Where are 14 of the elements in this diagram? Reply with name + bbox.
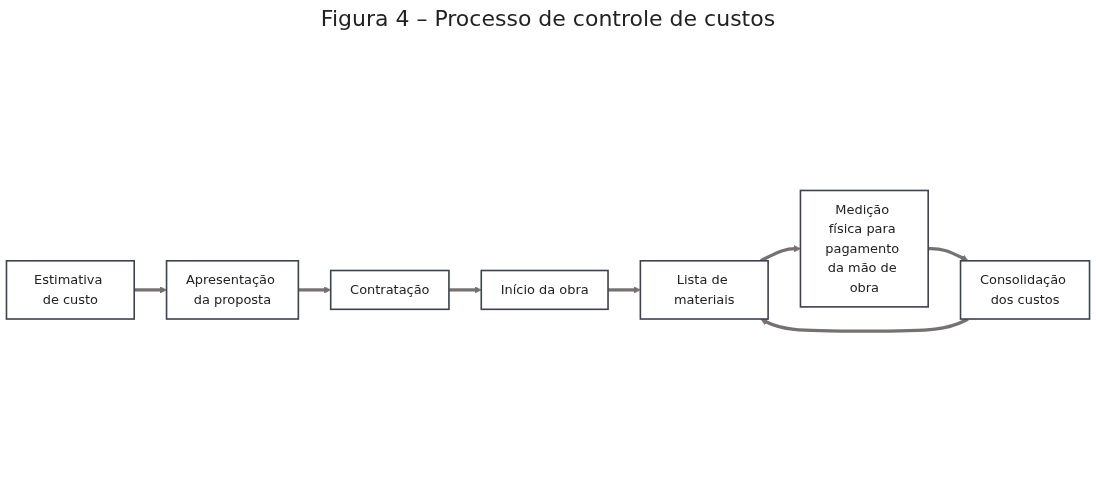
node-box: Consolidação dos custos [959, 259, 1091, 320]
arrow [760, 317, 969, 333]
arrow [134, 286, 167, 294]
figure-title: Figura 4 – Processo de controle de custos [319, 6, 777, 31]
node-box: Medição física para pagamento da mão de obra [799, 189, 929, 308]
node-box: Contratação [329, 269, 450, 310]
node-box: Lista de materiais [639, 259, 769, 320]
arrow [928, 246, 969, 261]
arrow [760, 244, 801, 262]
arrow [608, 286, 641, 294]
node-box: Apresentação da proposta [165, 259, 300, 320]
node-box: Início da obra [480, 269, 609, 310]
node-box: Estimativa de custo [5, 259, 135, 320]
arrow [448, 286, 482, 294]
